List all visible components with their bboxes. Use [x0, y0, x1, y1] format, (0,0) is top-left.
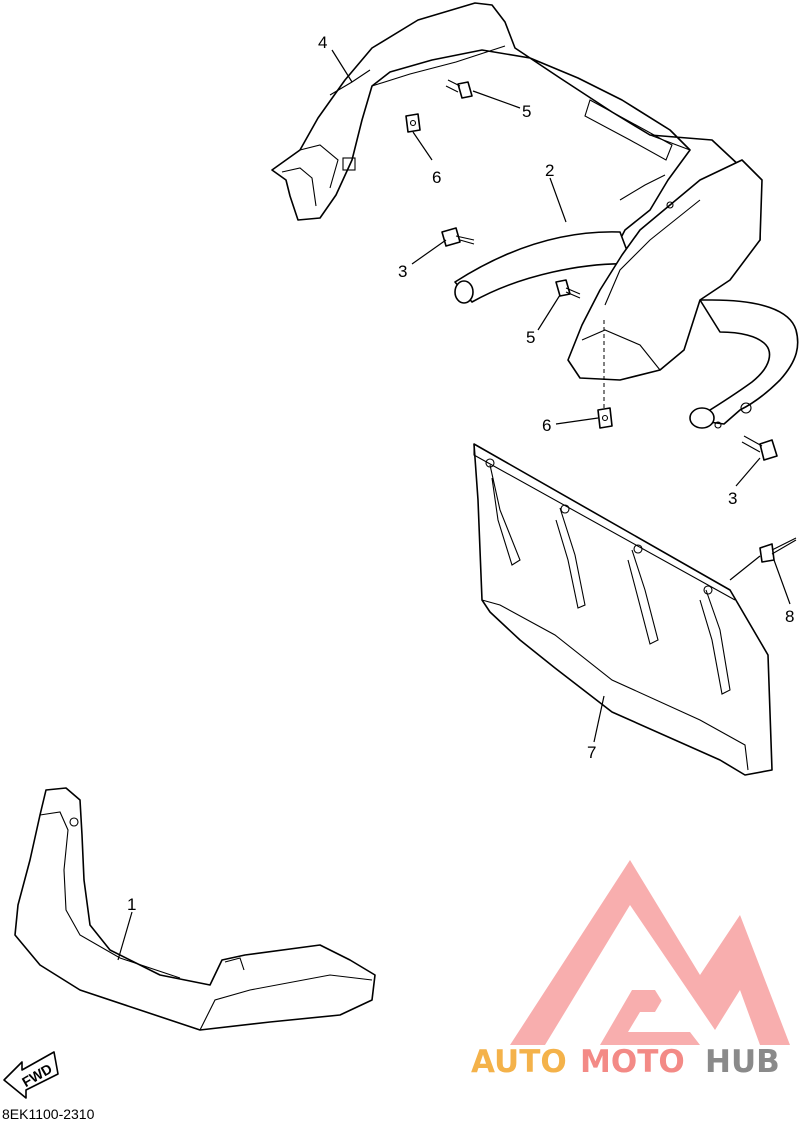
callout-5-upper: 5	[522, 102, 531, 121]
leader-lines	[117, 49, 791, 961]
clip-6-lower	[597, 407, 613, 429]
callout-labels: 1 2 3 3 4 5 5 6 6 7 8	[127, 33, 794, 914]
watermark-moto: MOTO	[580, 1044, 685, 1080]
callout-7: 7	[587, 743, 596, 762]
bolt-5-upper	[445, 79, 473, 99]
callout-6-lower: 6	[542, 416, 551, 435]
watermark-hub: HUB	[705, 1044, 780, 1080]
diagram-code: 8EK1100-2310	[2, 1106, 95, 1122]
watermark-logo	[510, 860, 790, 1045]
callout-1: 1	[127, 895, 136, 914]
fwd-arrow-icon: FWD	[3, 1051, 59, 1099]
callout-5-lower: 5	[526, 328, 535, 347]
watermark-text: AUTO MOTO HUB	[471, 1044, 780, 1080]
callout-4: 4	[318, 33, 327, 52]
callout-3-lower: 3	[728, 489, 737, 508]
callout-6-upper: 6	[432, 168, 441, 187]
watermark-auto: AUTO	[471, 1044, 567, 1080]
callout-8: 8	[785, 607, 794, 626]
part-4-side-cover	[567, 159, 763, 410]
part-2-guard-bar	[454, 231, 799, 429]
part-7-guard-plate	[473, 443, 773, 776]
part-1-lower-bumper	[14, 787, 376, 1031]
rivet-8	[759, 537, 797, 563]
callout-3-upper: 3	[398, 262, 407, 281]
bolt-3-lower	[741, 435, 778, 461]
bolt-5-lower	[555, 279, 581, 299]
clip-6-upper	[405, 113, 421, 133]
callout-2: 2	[545, 161, 554, 180]
bolt-3-upper	[441, 227, 475, 247]
